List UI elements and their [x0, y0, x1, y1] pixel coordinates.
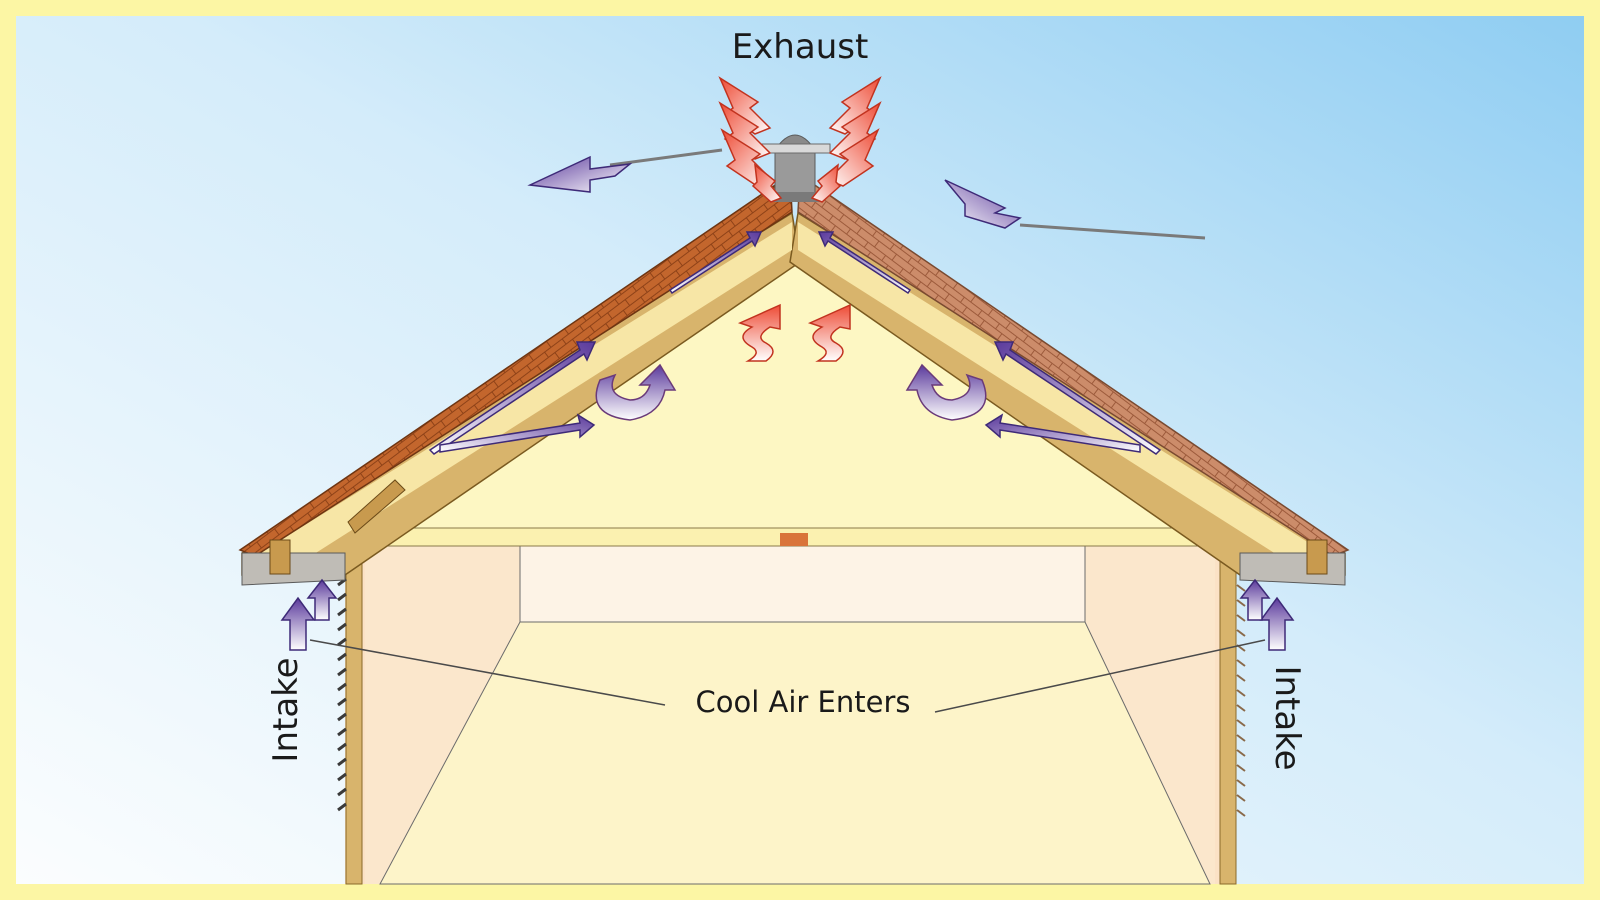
- left-siding: [337, 577, 347, 812]
- exhaust-label: Exhaust: [732, 27, 869, 67]
- roof-vent-icon: [759, 134, 831, 202]
- intake-arrows: [280, 578, 1295, 651]
- right-soffit: [1239, 539, 1346, 586]
- intake-right-label: Intake: [1267, 665, 1307, 770]
- ceiling-light: [780, 533, 808, 546]
- rising-heat-curl-arrows: [595, 363, 987, 421]
- intake-left-label: Intake: [266, 657, 306, 762]
- callout-leader-lines: [309, 639, 1266, 713]
- attic-space: [355, 235, 1225, 530]
- right-siding: [1236, 584, 1246, 817]
- exhaust-heat-arrows: [718, 76, 882, 203]
- right-vent-channel: [798, 222, 1325, 563]
- outside-airflow-arrows: [527, 148, 1206, 240]
- cool-air-enters-label: Cool Air Enters: [696, 685, 911, 719]
- house-interior: [345, 529, 1237, 885]
- left-soffit: [241, 479, 406, 586]
- cool-air-rafter-arrows: [428, 231, 1162, 455]
- red-heat-arrow-icons: [737, 303, 851, 362]
